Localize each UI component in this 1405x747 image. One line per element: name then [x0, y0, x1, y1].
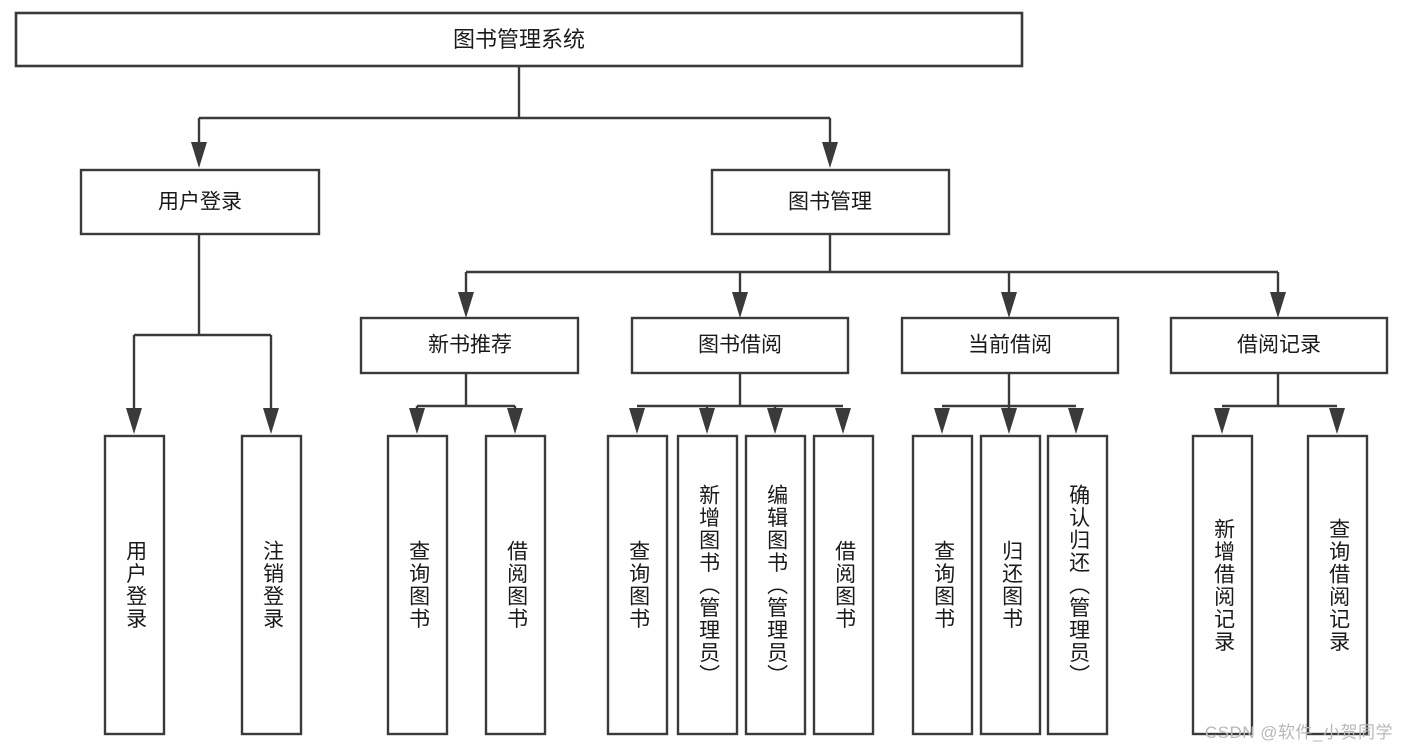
arrow-current-borrow-leaf-2	[1001, 408, 1017, 434]
connector-group-new-book	[409, 373, 523, 434]
arrow-book-mgmt-to-new-book	[458, 292, 474, 318]
node-user-login[interactable]: 用户登录	[79, 168, 321, 236]
leaf-group-user-login	[103, 434, 303, 736]
arrow-user-login-leaf-1	[126, 408, 142, 434]
arrow-book-mgmt-to-borrow	[732, 292, 748, 318]
connector-group-book-borrow	[629, 373, 851, 434]
node-book-borrow-label: 图书借阅	[698, 334, 782, 357]
connector-group-user-login	[126, 234, 279, 434]
node-current-borrow-label: 当前借阅	[968, 334, 1052, 357]
arrow-borrow-record-leaf-1	[1214, 408, 1230, 434]
node-current-borrow-box[interactable]	[900, 316, 1120, 375]
leaf-group-borrow-record	[1191, 434, 1369, 736]
node-borrow-record[interactable]: 借阅记录	[1169, 316, 1389, 375]
leaf-book-borrow-1-box[interactable]	[606, 434, 669, 736]
connector-group-root	[191, 66, 838, 168]
connector-group-current-borrow	[934, 373, 1084, 434]
leaf-new-book-2-box[interactable]	[484, 434, 547, 736]
node-user-login-label: 用户登录	[158, 191, 242, 214]
leaf-group-book-borrow	[606, 434, 875, 736]
arrow-root-to-user-login	[191, 142, 207, 168]
arrow-book-borrow-leaf-3	[767, 408, 783, 434]
leaf-current-borrow-1-box[interactable]	[911, 434, 974, 736]
node-book-management-box[interactable]	[710, 168, 951, 236]
node-new-book-recommend-box[interactable]	[359, 316, 580, 375]
arrow-book-mgmt-to-record	[1270, 292, 1286, 318]
arrow-borrow-record-leaf-2	[1329, 408, 1345, 434]
node-book-borrow[interactable]: 图书借阅	[630, 316, 850, 375]
node-current-borrow[interactable]: 当前借阅	[900, 316, 1120, 375]
connector-group-borrow-record	[1214, 373, 1345, 434]
leaf-book-borrow-2-box[interactable]	[676, 434, 739, 736]
leaf-book-borrow-3-box[interactable]	[744, 434, 807, 736]
leaf-user-login-1-box[interactable]	[103, 434, 166, 736]
arrow-book-borrow-leaf-1	[629, 408, 645, 434]
leaf-new-book-1-box[interactable]	[386, 434, 449, 736]
arrow-current-borrow-leaf-1	[934, 408, 950, 434]
leaf-current-borrow-3-box[interactable]	[1046, 434, 1109, 736]
node-book-management[interactable]: 图书管理	[710, 168, 951, 236]
arrow-book-borrow-leaf-2	[699, 408, 715, 434]
csdn-watermark: CSDN @软件_小贺同学	[1204, 723, 1393, 742]
leaf-book-borrow-4-box[interactable]	[812, 434, 875, 736]
node-root-label: 图书管理系统	[453, 27, 585, 52]
node-book-management-label: 图书管理	[788, 191, 872, 214]
node-borrow-record-box[interactable]	[1169, 316, 1389, 375]
node-root-box[interactable]	[14, 11, 1024, 68]
arrow-current-borrow-leaf-3	[1068, 408, 1084, 434]
arrow-book-borrow-leaf-4	[835, 408, 851, 434]
connector-group-book-mgmt	[458, 234, 1286, 318]
leaf-group-new-book-recommend	[386, 434, 547, 736]
leaf-group-current-borrow	[911, 434, 1109, 736]
node-new-book-recommend-label: 新书推荐	[428, 334, 512, 357]
leaf-current-borrow-2-box[interactable]	[979, 434, 1042, 736]
arrow-new-book-leaf-2	[507, 408, 523, 434]
leaf-user-login-2-box[interactable]	[240, 434, 303, 736]
arrow-user-login-leaf-2	[263, 408, 279, 434]
node-borrow-record-label: 借阅记录	[1237, 334, 1321, 357]
node-new-book-recommend[interactable]: 新书推荐	[359, 316, 580, 375]
leaf-borrow-record-2-box[interactable]	[1306, 434, 1369, 736]
node-user-login-box[interactable]	[79, 168, 321, 236]
node-book-borrow-box[interactable]	[630, 316, 850, 375]
node-root[interactable]: 图书管理系统	[14, 11, 1024, 68]
arrow-book-mgmt-to-current	[1001, 292, 1017, 318]
arrow-new-book-leaf-1	[409, 408, 425, 434]
arrow-root-to-book-mgmt	[822, 142, 838, 168]
leaf-borrow-record-1-box[interactable]	[1191, 434, 1254, 736]
